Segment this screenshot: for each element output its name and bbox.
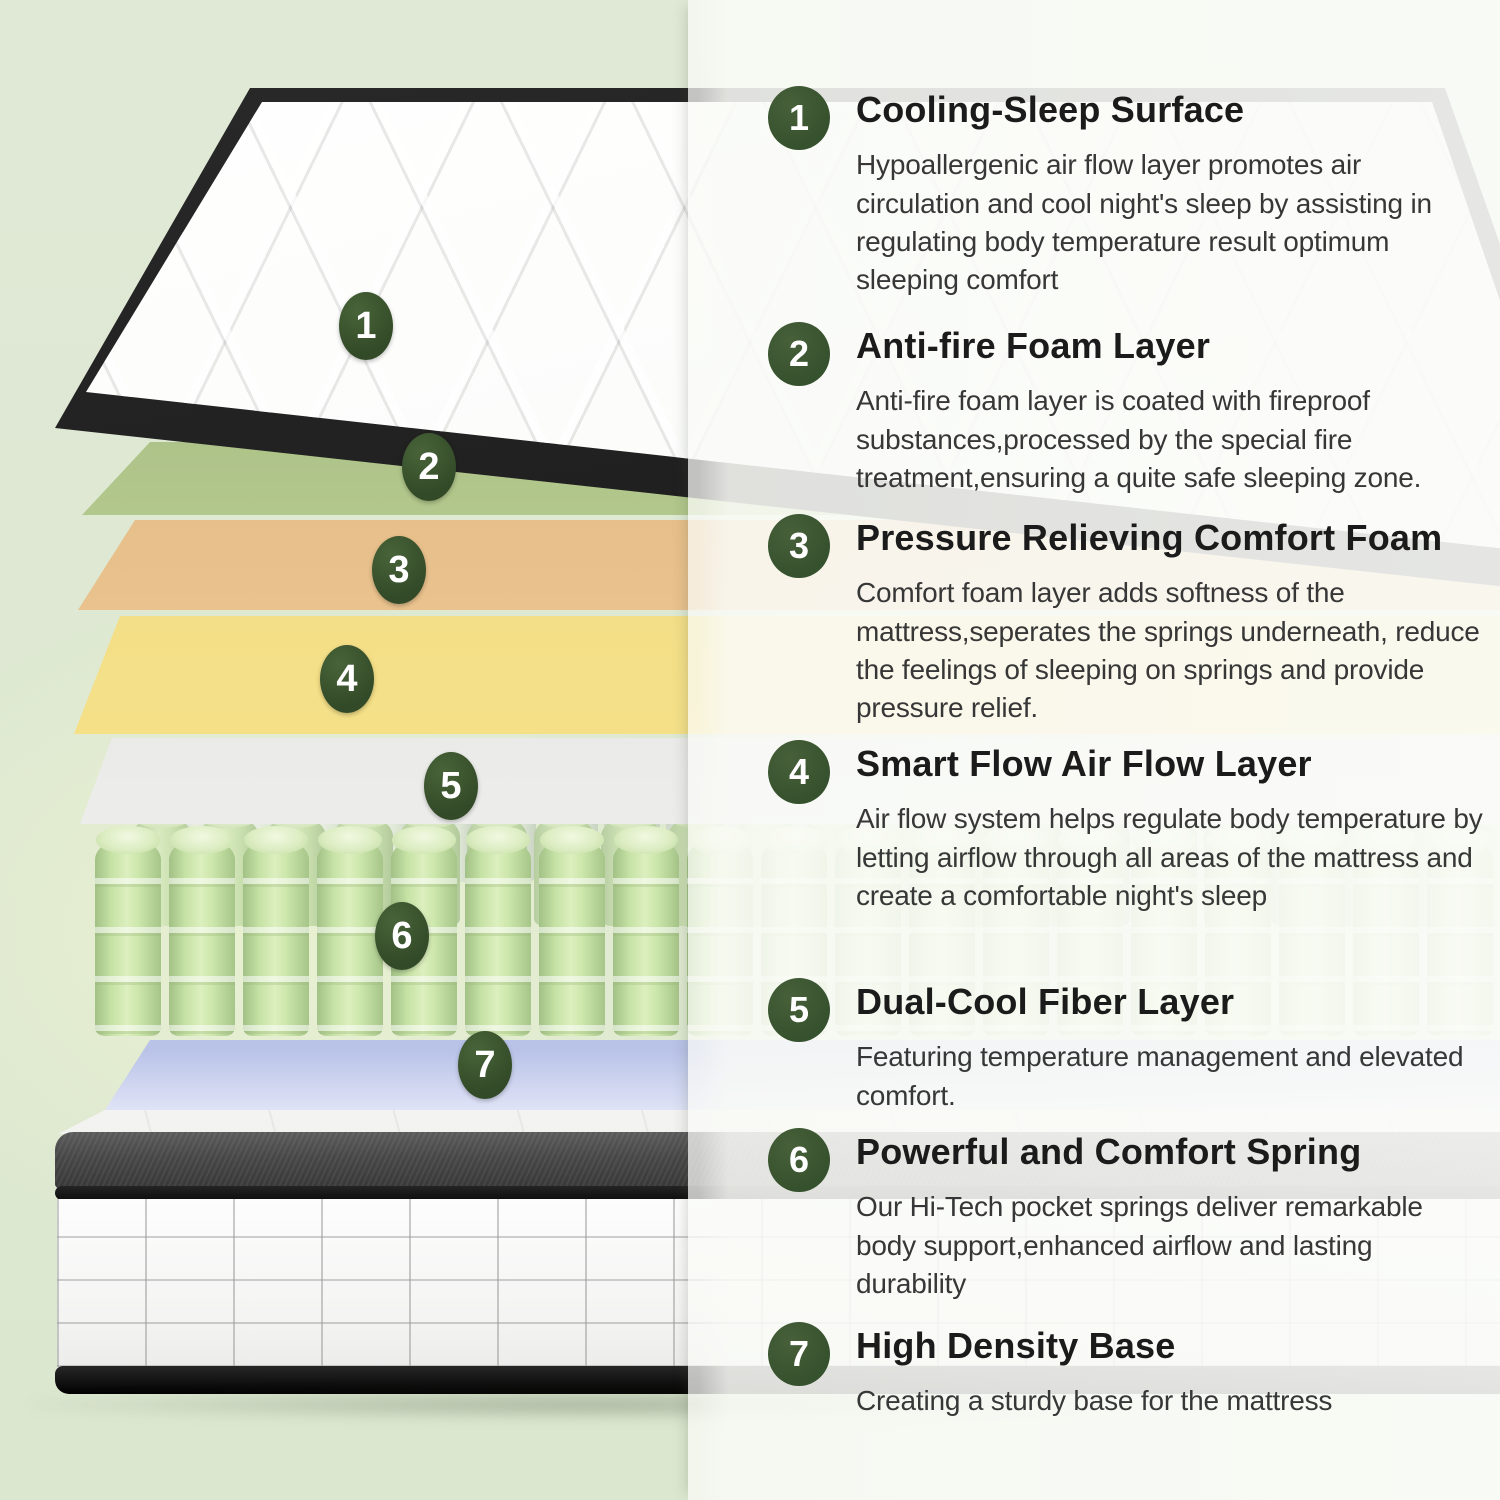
spring-coil: [539, 826, 605, 1036]
section-cooling-sleep-surface: 1 Cooling-Sleep Surface Hypoallergenic a…: [768, 86, 1484, 300]
layer-label-5: 5: [424, 752, 478, 820]
section-number-badge: 6: [768, 1128, 830, 1192]
section-number-badge: 2: [768, 322, 830, 386]
layer-label-1: 1: [339, 292, 393, 360]
section-title: Cooling-Sleep Surface: [856, 89, 1245, 130]
section-title: High Density Base: [856, 1325, 1176, 1366]
section-anti-fire-foam: 2 Anti-fire Foam Layer Anti-fire foam la…: [768, 322, 1484, 497]
spring-coil: [95, 826, 161, 1036]
layer-label-4: 4: [320, 645, 374, 713]
section-body: Anti-fire foam layer is coated with fire…: [856, 385, 1422, 494]
section-body: Our Hi-Tech pocket springs deliver remar…: [856, 1191, 1423, 1300]
spring-coil: [169, 826, 235, 1036]
spring-coil: [465, 826, 531, 1036]
layer-label-6: 6: [375, 902, 429, 970]
section-body: Air flow system helps regulate body temp…: [856, 803, 1483, 912]
section-title: Dual-Cool Fiber Layer: [856, 981, 1235, 1022]
layer-label-3: 3: [372, 536, 426, 604]
layer-label-7: 7: [458, 1031, 512, 1099]
section-pressure-relieving-foam: 3 Pressure Relieving Comfort Foam Comfor…: [768, 514, 1484, 728]
spring-coil: [613, 826, 679, 1036]
section-number-badge: 3: [768, 514, 830, 578]
section-body: Creating a sturdy base for the mattress: [856, 1385, 1333, 1417]
section-high-density-base: 7 High Density Base Creating a sturdy ba…: [768, 1322, 1484, 1421]
section-title: Smart Flow Air Flow Layer: [856, 743, 1312, 784]
section-title: Pressure Relieving Comfort Foam: [856, 517, 1443, 558]
section-number-badge: 7: [768, 1322, 830, 1386]
section-dual-cool-fiber: 5 Dual-Cool Fiber Layer Featuring temper…: [768, 978, 1484, 1115]
section-body: Comfort foam layer adds softness of the …: [856, 577, 1480, 724]
spring-coil: [317, 826, 383, 1036]
section-smart-flow-air-flow: 4 Smart Flow Air Flow Layer Air flow sys…: [768, 740, 1484, 915]
right-info-panel: [688, 0, 1500, 1500]
section-comfort-spring: 6 Powerful and Comfort Spring Our Hi-Tec…: [768, 1128, 1484, 1303]
section-title: Powerful and Comfort Spring: [856, 1131, 1362, 1172]
section-number-badge: 5: [768, 978, 830, 1042]
section-body: Hypoallergenic air flow layer promotes a…: [856, 149, 1432, 296]
section-number-badge: 4: [768, 740, 830, 804]
section-title: Anti-fire Foam Layer: [856, 325, 1211, 366]
section-number-badge: 1: [768, 86, 830, 150]
spring-coil: [243, 826, 309, 1036]
layer-label-2: 2: [402, 433, 456, 501]
section-body: Featuring temperature management and ele…: [856, 1041, 1464, 1111]
